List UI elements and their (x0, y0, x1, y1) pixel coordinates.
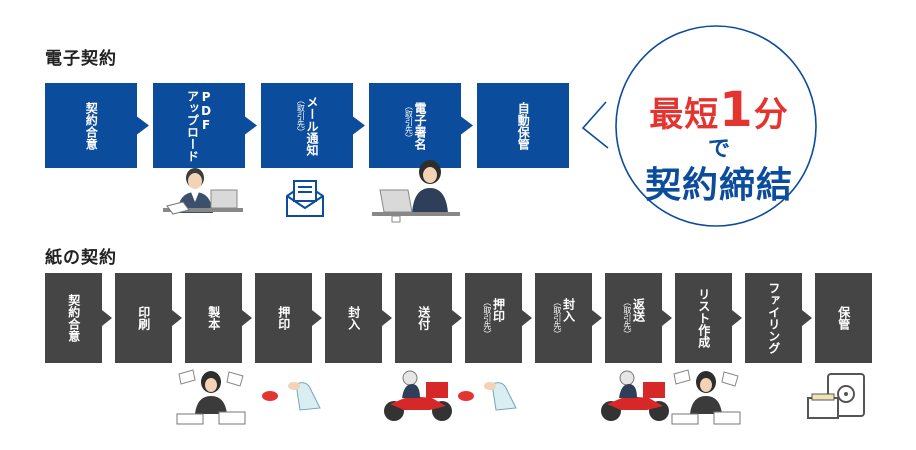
paper-step-label: 印刷 (136, 306, 151, 330)
paper-step-label: リスト作成 (696, 288, 711, 348)
paper-step-sublabel: （取引先） (552, 298, 562, 338)
woman-paperwork-icon (176, 369, 246, 425)
electronic-step: 自動保管 (477, 83, 569, 168)
electronic-step-label: PDF (199, 89, 214, 132)
envelope-icon (286, 180, 324, 217)
paper-step: 送付 (395, 273, 462, 363)
electronic-step-label: 契約合意 (84, 101, 99, 150)
bubble-line-3: 契約締結 (644, 165, 793, 206)
electronic-section-title: 電子契約 (45, 49, 117, 69)
paper-step-sublabel: （取引先） (482, 298, 492, 338)
paper-step-label: 送付 (416, 306, 431, 330)
safe-file-icon (807, 373, 865, 419)
motorbike-courier-icon (601, 370, 669, 421)
paper-section-title: 紙の契約 (45, 248, 117, 268)
paper-step-label: 返送 (631, 298, 646, 322)
electronic-step: 電子署名（取引先） (369, 83, 473, 168)
electronic-step: メール通知（取引先） (261, 83, 365, 168)
bubble-number: 1 (719, 82, 754, 138)
electronic-step-sublabel: （取引先） (404, 101, 414, 142)
bubble-line-2: で (707, 137, 730, 162)
paper-step: リスト作成 (675, 273, 742, 363)
red-stamp-icon (262, 382, 321, 411)
paper-step: 契約合意 (45, 273, 112, 363)
red-stamp-icon (458, 382, 517, 411)
electronic-step: 契約合意 (45, 83, 149, 168)
paper-step-label: 保管 (836, 306, 851, 330)
electronic-step-label: 電子署名 (412, 101, 427, 150)
paper-step: 封入 (325, 273, 392, 363)
bubble-prefix: 最短 (649, 95, 720, 135)
electronic-step-sublabel: （取引先） (296, 95, 306, 136)
paper-step: 封入（取引先） (535, 273, 602, 363)
paper-step-label: 契約合意 (66, 294, 81, 342)
paper-step-label: 封入 (346, 306, 361, 330)
bubble-suffix: 分 (753, 95, 789, 135)
paper-step: 保管 (815, 273, 872, 363)
paper-step: 返送（取引先） (605, 273, 672, 363)
paper-step-label: 封入 (561, 298, 576, 322)
speech-bubble-outline (581, 25, 817, 227)
electronic-step-label: アップロード (185, 89, 200, 162)
paper-step: 印刷 (115, 273, 182, 363)
paper-step-label: ファイリング (766, 282, 781, 354)
paper-step: 押印 (255, 273, 322, 363)
paper-step: 押印（取引先） (465, 273, 532, 363)
paper-step-sublabel: （取引先） (622, 298, 632, 338)
paper-step-label: 押印 (491, 298, 506, 322)
paper-step-label: 押印 (276, 306, 291, 330)
businessman-laptop-icon (163, 168, 243, 215)
paper-step-label: 製本 (206, 306, 221, 330)
bubble-line-1: 最短1分 (594, 82, 844, 138)
electronic-step-label: メール通知 (304, 95, 319, 156)
speech-bubble: 最短1分 で 契約締結 (578, 24, 828, 229)
woman-paperwork-icon (671, 369, 741, 425)
paper-step: 製本 (185, 273, 252, 363)
paper-step: ファイリング (745, 273, 812, 363)
woman-laptop-icon (372, 160, 460, 223)
motorbike-courier-icon (384, 370, 452, 421)
electronic-step-label: 自動保管 (516, 101, 531, 150)
